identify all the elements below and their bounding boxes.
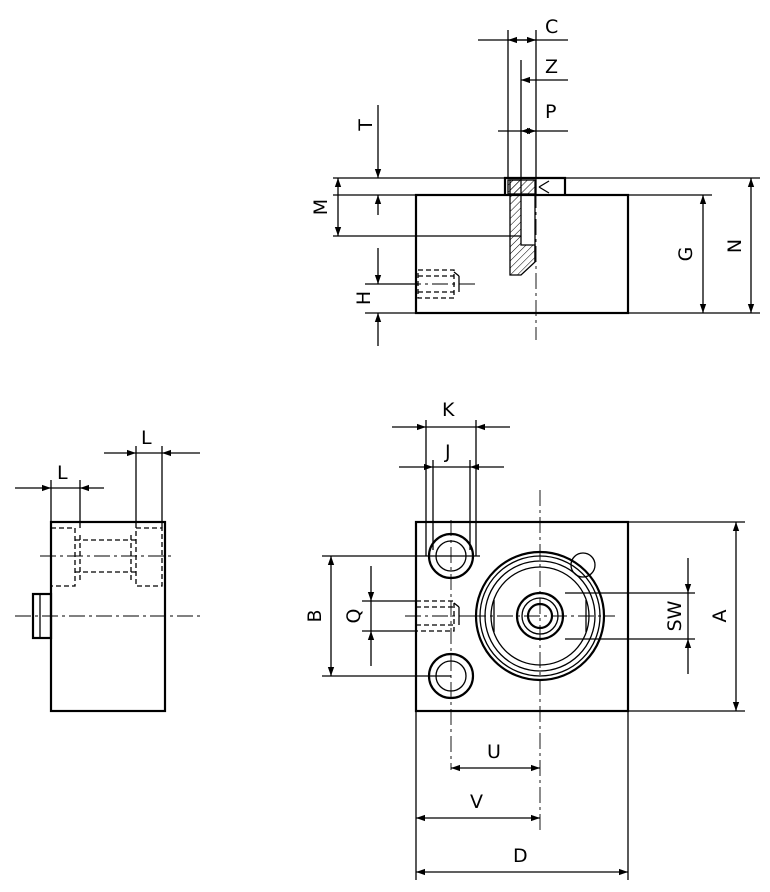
- dim-label-sw: SW: [664, 600, 686, 631]
- dim-label-z: Z: [545, 56, 558, 78]
- dim-label-a: A: [709, 610, 731, 623]
- dim-label-q: Q: [343, 609, 365, 624]
- dim-label-l-right: L: [141, 427, 152, 449]
- dim-label-u: U: [487, 741, 501, 763]
- dim-label-c: C: [545, 16, 558, 38]
- dim-label-j: J: [444, 441, 451, 463]
- end-elevation-view: L L: [15, 427, 200, 713]
- dim-label-l-left: L: [57, 462, 68, 484]
- dim-label-d: D: [513, 845, 528, 867]
- end-body-outline: [49, 520, 167, 713]
- plan-view: K J B Q SW A U V D: [304, 399, 745, 880]
- dim-label-p: P: [545, 101, 556, 123]
- dim-label-m: M: [310, 199, 332, 215]
- dim-label-v: V: [470, 791, 483, 813]
- dim-label-h: H: [353, 291, 375, 305]
- dim-label-b: B: [304, 609, 326, 622]
- dim-label-g: G: [675, 247, 697, 262]
- dim-label-n: N: [724, 239, 746, 253]
- dim-label-k: K: [442, 399, 455, 421]
- dim-label-t: T: [355, 119, 377, 132]
- side-elevation-view: C Z P T M H G N: [310, 16, 760, 346]
